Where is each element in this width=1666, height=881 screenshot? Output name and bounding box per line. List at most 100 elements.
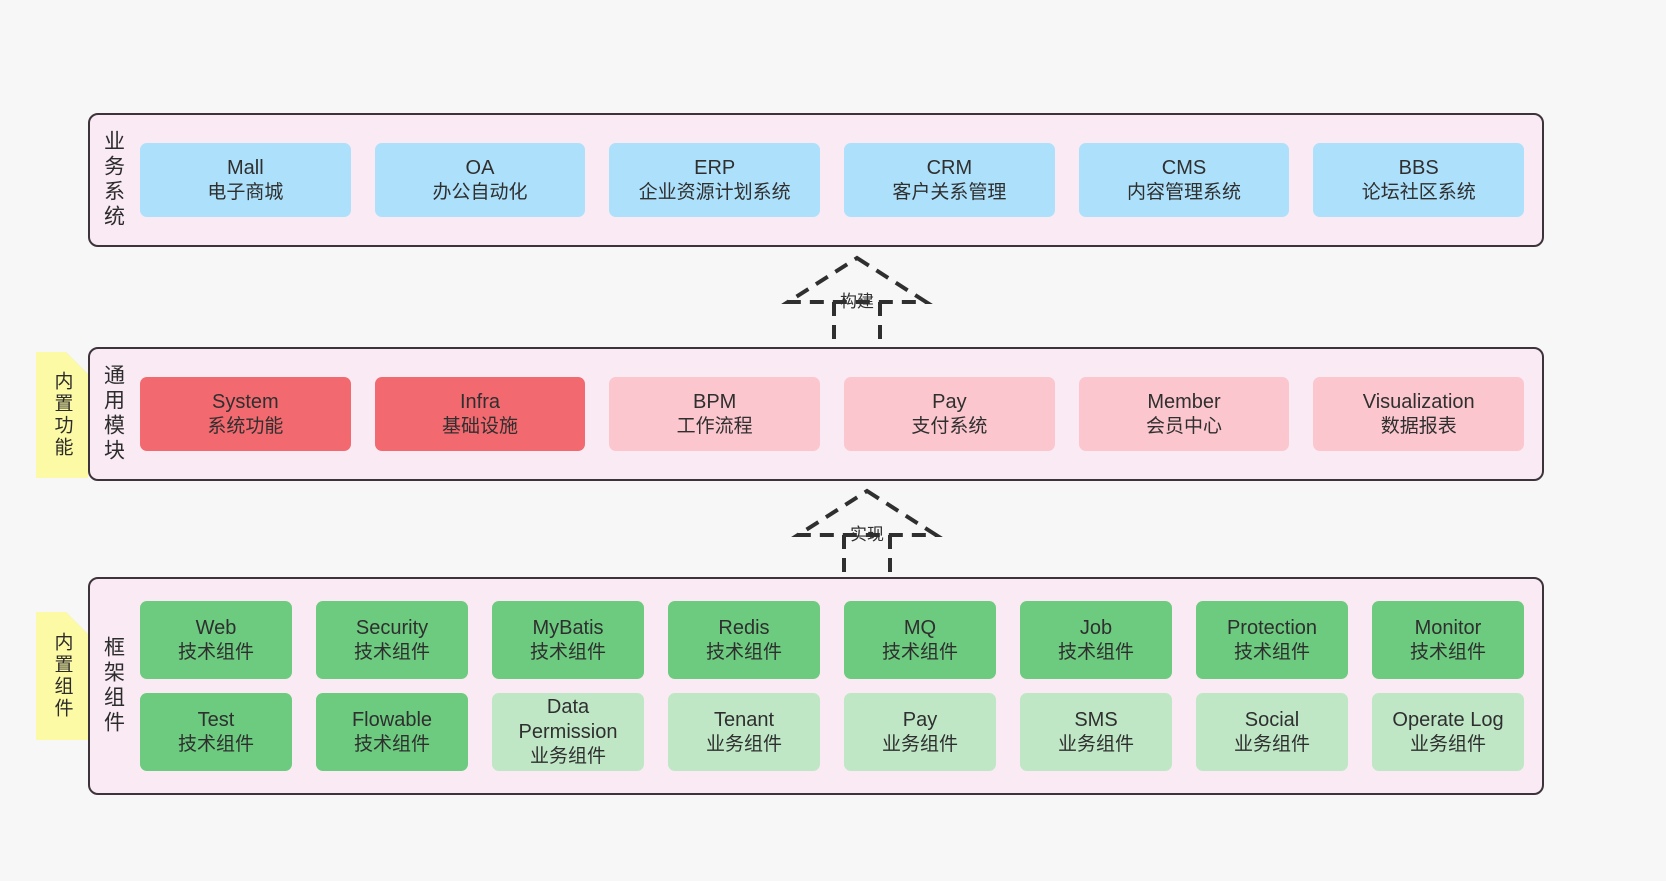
card-en-label: Mall (227, 156, 264, 179)
card-en-label: CMS (1161, 156, 1207, 179)
sticky-note-builtin-feature: 内置功能 (36, 352, 88, 478)
layer-framework-component: 框架组件 Web 技术组件 Security 技术组件 MyBatis 技术组件… (88, 577, 1544, 795)
component-card-social[interactable]: Social 业务组件 (1196, 693, 1348, 771)
card-cn-label: 技术组件 (353, 733, 430, 755)
card-en-label: Pay (932, 390, 967, 413)
module-card-bpm[interactable]: BPM 工作流程 (609, 377, 821, 451)
layer-business-system-title: 业务系统 (101, 130, 125, 230)
card-cn-label: 业务组件 (1057, 733, 1134, 755)
component-card-operate-log[interactable]: Operate Log 业务组件 (1372, 693, 1524, 771)
card-cn-label: 电子商城 (207, 181, 284, 203)
card-en-label: Infra (459, 390, 501, 413)
card-cn-label: 办公自动化 (432, 181, 528, 203)
layer-common-module: 通用模块 System 系统功能 Infra 基础设施 BPM 工作流程 Pay… (88, 347, 1544, 481)
module-card-oa[interactable]: OA 办公自动化 (374, 143, 586, 217)
card-en-label: BPM (693, 390, 737, 413)
card-cn-label: 业务组件 (881, 733, 958, 755)
component-card-flowable[interactable]: Flowable 技术组件 (316, 693, 468, 771)
component-card-security[interactable]: Security 技术组件 (316, 601, 468, 679)
component-card-data-permission[interactable]: Data Permission 业务组件 (492, 693, 644, 771)
module-card-infra[interactable]: Infra 基础设施 (374, 377, 586, 451)
card-cn-label: 技术组件 (1057, 641, 1134, 663)
card-cn-label: 技术组件 (353, 641, 430, 663)
card-cn-label: 论坛社区系统 (1361, 181, 1476, 203)
card-en-label: CRM (926, 156, 973, 179)
connector-build-arrow: 构建 (762, 254, 952, 354)
connector-build-label: 构建 (840, 292, 874, 311)
card-en-label: Data Permission (518, 696, 618, 744)
card-cn-label: 基础设施 (442, 415, 519, 437)
card-en-label: Security (355, 616, 429, 639)
module-card-member[interactable]: Member 会员中心 (1078, 377, 1290, 451)
component-card-pay[interactable]: Pay 业务组件 (844, 693, 996, 771)
card-en-label: Member (1147, 390, 1221, 413)
card-en-label: MQ (903, 616, 937, 639)
module-card-cms[interactable]: CMS 内容管理系统 (1078, 143, 1290, 217)
card-en-label: Flowable (351, 708, 433, 731)
layer-framework-component-body: Web 技术组件 Security 技术组件 MyBatis 技术组件 Redi… (136, 579, 1542, 793)
layer-business-system-body: Mall 电子商城 OA 办公自动化 ERP 企业资源计划系统 CRM 客户关系… (136, 115, 1542, 245)
component-card-test[interactable]: Test 技术组件 (140, 693, 292, 771)
arrow-stem-icon (842, 535, 892, 587)
module-card-erp[interactable]: ERP 企业资源计划系统 (609, 143, 821, 217)
component-card-web[interactable]: Web 技术组件 (140, 601, 292, 679)
card-en-label: BBS (1398, 156, 1439, 179)
card-en-label: Tenant (713, 708, 775, 731)
sticky-note-label: 内置功能 (51, 371, 73, 459)
component-card-tenant[interactable]: Tenant 业务组件 (668, 693, 820, 771)
card-en-label: Job (1079, 616, 1113, 639)
module-card-system[interactable]: System 系统功能 (140, 377, 351, 451)
module-card-crm[interactable]: CRM 客户关系管理 (844, 143, 1055, 217)
common-row: System 系统功能 Infra 基础设施 BPM 工作流程 Pay 支付系统… (140, 377, 1525, 451)
card-cn-label: 系统功能 (207, 415, 284, 437)
card-en-label: Pay (902, 708, 938, 731)
connector-implement-label: 实现 (850, 525, 884, 544)
component-card-mq[interactable]: MQ 技术组件 (844, 601, 996, 679)
sticky-note-label: 内置组件 (51, 632, 73, 720)
card-en-label: Social (1244, 708, 1300, 731)
component-card-redis[interactable]: Redis 技术组件 (668, 601, 820, 679)
card-en-label: Operate Log (1392, 708, 1504, 731)
card-cn-label: 技术组件 (881, 641, 958, 663)
card-cn-label: 技术组件 (177, 641, 254, 663)
business-row: Mall 电子商城 OA 办公自动化 ERP 企业资源计划系统 CRM 客户关系… (140, 143, 1525, 217)
layer-framework-component-title: 框架组件 (101, 636, 125, 736)
component-card-job[interactable]: Job 技术组件 (1020, 601, 1172, 679)
card-cn-label: 工作流程 (676, 415, 753, 437)
card-en-label: MyBatis (532, 616, 604, 639)
card-cn-label: 业务组件 (1409, 733, 1486, 755)
card-cn-label: 技术组件 (177, 733, 254, 755)
card-en-label: Web (195, 616, 237, 639)
card-en-label: Test (197, 708, 235, 731)
card-cn-label: 数据报表 (1380, 415, 1457, 437)
card-en-label: OA (465, 156, 495, 179)
framework-business-row: Test 技术组件 Flowable 技术组件 Data Permission … (140, 693, 1524, 771)
card-en-label: Redis (718, 616, 770, 639)
card-cn-label: 会员中心 (1146, 415, 1223, 437)
card-cn-label: 技术组件 (529, 641, 606, 663)
card-cn-label: 客户关系管理 (892, 181, 1007, 203)
card-cn-label: 技术组件 (1409, 641, 1486, 663)
module-card-bbs[interactable]: BBS 论坛社区系统 (1313, 143, 1525, 217)
card-en-label: Visualization (1362, 390, 1475, 413)
component-card-monitor[interactable]: Monitor 技术组件 (1372, 601, 1524, 679)
connector-implement-arrow: 实现 (772, 487, 962, 587)
sticky-note-builtin-component: 内置组件 (36, 612, 88, 740)
card-cn-label: 内容管理系统 (1127, 181, 1242, 203)
component-card-protection[interactable]: Protection 技术组件 (1196, 601, 1348, 679)
card-en-label: Monitor (1414, 616, 1482, 639)
card-cn-label: 技术组件 (1233, 641, 1310, 663)
card-en-label: ERP (694, 156, 736, 179)
module-card-pay[interactable]: Pay 支付系统 (844, 377, 1055, 451)
arrow-stem-icon (832, 302, 882, 354)
card-cn-label: 业务组件 (705, 733, 782, 755)
framework-tech-row: Web 技术组件 Security 技术组件 MyBatis 技术组件 Redi… (140, 601, 1524, 679)
component-card-sms[interactable]: SMS 业务组件 (1020, 693, 1172, 771)
module-card-mall[interactable]: Mall 电子商城 (140, 143, 351, 217)
component-card-mybatis[interactable]: MyBatis 技术组件 (492, 601, 644, 679)
module-card-visualization[interactable]: Visualization 数据报表 (1313, 377, 1525, 451)
layer-common-module-body: System 系统功能 Infra 基础设施 BPM 工作流程 Pay 支付系统… (136, 349, 1542, 479)
card-cn-label: 企业资源计划系统 (638, 181, 791, 203)
card-cn-label: 支付系统 (911, 415, 988, 437)
